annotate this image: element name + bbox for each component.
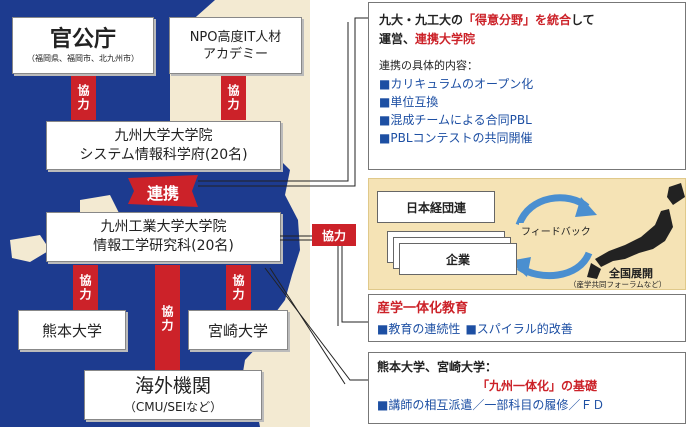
panel1-item-1: カリキュラムのオープン化	[379, 75, 675, 93]
kyudai-line2: システム情報科学府(20名)	[79, 146, 248, 163]
panel2-title: 産学一体化教育	[377, 301, 469, 316]
panel1-item-2: 単位互換	[379, 93, 675, 111]
npo-box: NPO高度IT人材 アカデミー	[169, 17, 302, 74]
panel3-line1: 熊本大学、宮崎大学：	[377, 360, 498, 374]
renkei-tag-shape	[128, 175, 198, 207]
overseas-line2: （CMU/SEIなど）	[123, 400, 223, 414]
kyoryoku-tag-industry: 協力	[312, 224, 356, 246]
kyukodai-line2: 情報工学研究科(20名)	[93, 238, 234, 254]
panel3-item-1: 講師の相互派遣／一部科目の履修／ＦＤ	[377, 396, 677, 414]
industry-education-panel: 産学一体化教育 教育の連続性 スパイラル的改善	[368, 294, 686, 342]
panel1-line2-red: 連携大学院	[415, 32, 476, 46]
panel3-red: 「九州一体化」の基礎	[477, 379, 598, 393]
miyazaki-label: 宮崎大学	[207, 321, 268, 340]
panel1-highlight: 「得意分野」を統合	[463, 13, 572, 27]
collaboration-panel: 九大・九工大の「得意分野」を統合して 運営、連携大学院 連携の具体的内容： カリ…	[368, 2, 686, 170]
renkei-label: 連携	[146, 184, 179, 203]
panel1-pre: 九大・九工大の	[379, 13, 464, 27]
kyushu-tech-box: 九州工業大学大学院 情報工学研究科(20名)	[46, 212, 281, 262]
kigyo-label: 企業	[445, 252, 470, 267]
panel1-post: して	[571, 13, 595, 27]
npo-line2: アカデミー	[202, 46, 268, 62]
kigyo-box: 企業	[399, 243, 517, 275]
japan-map-icon	[587, 183, 685, 279]
gov-box: 官公庁 （福岡県、福岡市、北九州市）	[12, 17, 154, 74]
kyudai-line1: 九州大学大学院	[114, 127, 213, 144]
panel1-item-3: 混成チームによる合同PBL	[379, 111, 675, 129]
miyazaki-univ-box: 宮崎大学	[188, 310, 288, 350]
renkei-tag: 連携	[128, 175, 198, 207]
panel2-item-1: 教育の連続性	[377, 322, 460, 336]
feedback-label: フィードバック	[519, 223, 593, 238]
panel1-subhead: 連携の具体的内容：	[379, 59, 478, 72]
kyoryoku-tag-gov: 協力	[71, 76, 96, 120]
keidanren-label: 日本経団連	[405, 200, 466, 215]
industry-panel: 全国展開 （産学共同フォーラムなど） フィードバック 日本経団連 企業	[368, 178, 686, 290]
kyoryoku-tag-overseas: 協力	[155, 265, 180, 373]
panel1-item-4: PBLコンテストの共同開催	[379, 129, 675, 147]
kumamoto-label: 熊本大学	[41, 321, 102, 340]
kyushu-unity-panel: 熊本大学、宮崎大学： 「九州一体化」の基礎 講師の相互派遣／一部科目の履修／ＦＤ	[368, 352, 686, 424]
panel2-item-2: スパイラル的改善	[465, 322, 572, 336]
kumamoto-univ-box: 熊本大学	[18, 310, 126, 350]
panel1-line2: 運営、連携大学院	[379, 30, 675, 49]
panel1-line2-pre: 運営、	[379, 32, 416, 46]
kyoryoku-tag-kumamoto: 協力	[73, 265, 98, 310]
panel2-items: 教育の連続性 スパイラル的改善	[377, 318, 677, 338]
kyoryoku-tag-miyazaki: 協力	[226, 265, 251, 310]
kyukodai-line1: 九州工業大学大学院	[100, 219, 227, 235]
npo-line1: NPO高度IT人材	[189, 29, 282, 45]
overseas-line1: 海外機関	[134, 375, 211, 397]
keidanren-box: 日本経団連	[377, 191, 495, 223]
kyushu-univ-box: 九州大学大学院 システム情報科学府(20名)	[46, 121, 281, 170]
national-sub: （産学共同フォーラムなど）	[569, 280, 667, 289]
panel1-headline: 九大・九工大の「得意分野」を統合して	[379, 11, 675, 30]
gov-title: 官公庁	[49, 27, 116, 52]
feedback-arrows	[509, 194, 597, 280]
gov-subtitle: （福岡県、福岡市、北九州市）	[27, 54, 139, 63]
kyoryoku-tag-npo: 協力	[221, 76, 246, 120]
overseas-box: 海外機関 （CMU/SEIなど）	[84, 370, 262, 420]
national-label: 全国展開	[609, 267, 653, 280]
